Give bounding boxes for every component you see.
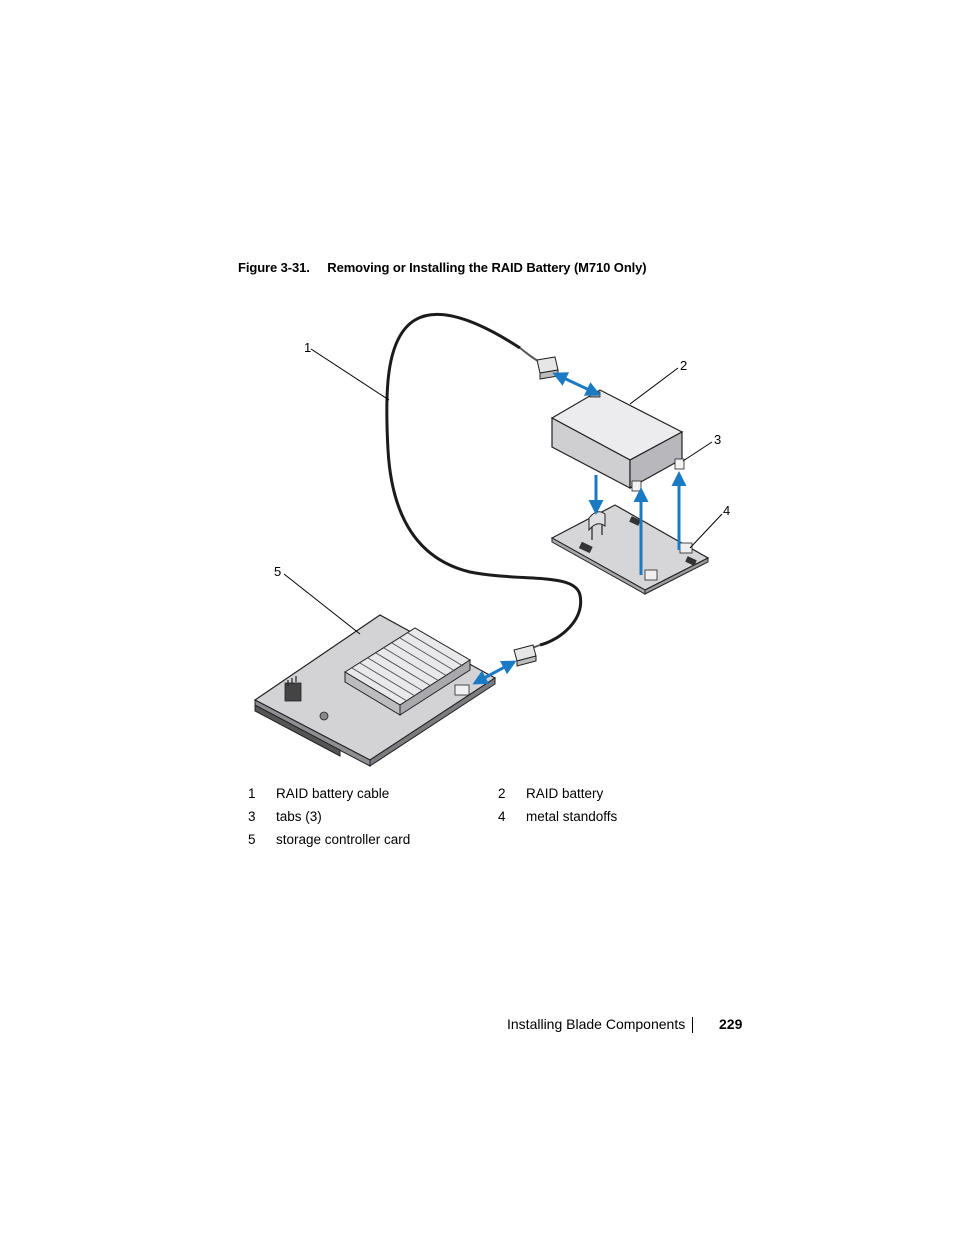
footer-section-title: Installing Blade Components	[507, 1016, 686, 1032]
installation-arrows	[472, 372, 687, 685]
metal-standoff	[644, 569, 658, 581]
mounting-hole	[319, 711, 329, 721]
cable-connector-bottom	[513, 644, 537, 667]
heatsink	[344, 627, 471, 716]
callout-1: 1	[304, 340, 311, 355]
battery-tray	[550, 504, 710, 595]
callout-5: 5	[274, 564, 281, 579]
footer-separator	[692, 1017, 693, 1033]
page-number: 229	[719, 1016, 743, 1032]
card-header-pins	[284, 676, 302, 702]
callout-2: 2	[680, 358, 687, 373]
raid-battery	[550, 389, 684, 490]
callout-3: 3	[714, 432, 721, 447]
figure-title: Removing or Installing the RAID Battery …	[327, 260, 647, 275]
figure-caption: Figure 3-31. Removing or Installing the …	[238, 260, 647, 275]
callout-4: 4	[723, 503, 730, 518]
figure-label: Figure 3-31.	[238, 260, 310, 275]
card-battery-connector	[454, 684, 470, 696]
storage-controller-card	[253, 614, 497, 767]
cable-connector-top	[536, 356, 559, 380]
callout-leaders	[283, 348, 723, 635]
